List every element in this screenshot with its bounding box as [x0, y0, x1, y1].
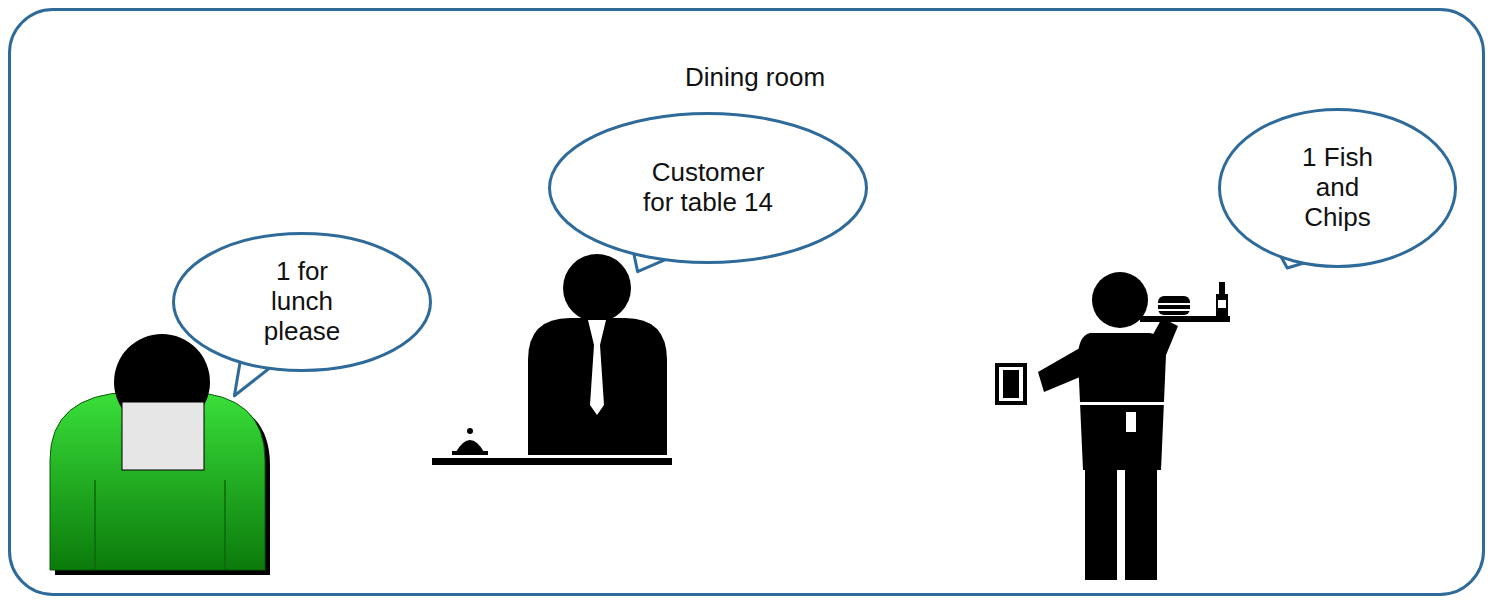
- customer-figure: [50, 334, 270, 575]
- host-figure: [432, 254, 672, 465]
- room-frame: Dining room 1 for lunch please Customer fo…: [8, 8, 1485, 596]
- waiter-apron-pocket: [1126, 412, 1136, 432]
- speech-ellipse: [1220, 110, 1456, 267]
- waiter-leg: [1125, 468, 1157, 580]
- burger-stripe: [1158, 309, 1190, 311]
- waiter-body: [1078, 333, 1166, 470]
- waiter-arm: [1150, 318, 1178, 355]
- waiter-leg: [1085, 468, 1117, 580]
- customer-crease: [94, 480, 96, 570]
- waiter-figure: [995, 272, 1230, 580]
- desk-bell-base: [452, 451, 488, 455]
- customer-face: [122, 402, 204, 470]
- desk-bell: [456, 440, 484, 452]
- speech-bubble: 1 Fish and Chips: [1218, 108, 1457, 268]
- speech-ellipse: [174, 234, 431, 371]
- customer-crease: [224, 480, 226, 570]
- bubble-text: Customer for table 14: [641, 158, 776, 218]
- speech-bubble: Customer for table 14: [548, 112, 868, 264]
- burger-stripe: [1158, 303, 1190, 305]
- bottle-label: [1218, 300, 1226, 308]
- bottle-neck: [1219, 282, 1225, 295]
- customer-body: [50, 392, 265, 570]
- mug: [995, 363, 1027, 405]
- bubble-text: 1 Fish and Chips: [1293, 143, 1383, 233]
- waiter-head: [1092, 272, 1148, 328]
- room-title: Dining room: [685, 63, 825, 93]
- host-tie: [588, 320, 606, 415]
- host-head: [563, 254, 631, 322]
- bottle: [1216, 294, 1228, 316]
- mug-inner: [999, 367, 1023, 401]
- mug-fill: [1003, 370, 1019, 398]
- desk-bell-knob: [467, 428, 473, 434]
- host-body: [528, 318, 667, 455]
- host-desk: [432, 458, 672, 465]
- speech-bubble: 1 for lunch please: [172, 232, 432, 372]
- waiter-apron: [1080, 402, 1164, 405]
- waiter-arm: [1038, 345, 1092, 392]
- tray: [1140, 316, 1230, 322]
- burger: [1158, 296, 1190, 315]
- bubble-text: 1 for lunch please: [247, 257, 357, 347]
- speech-ellipse: [550, 114, 867, 263]
